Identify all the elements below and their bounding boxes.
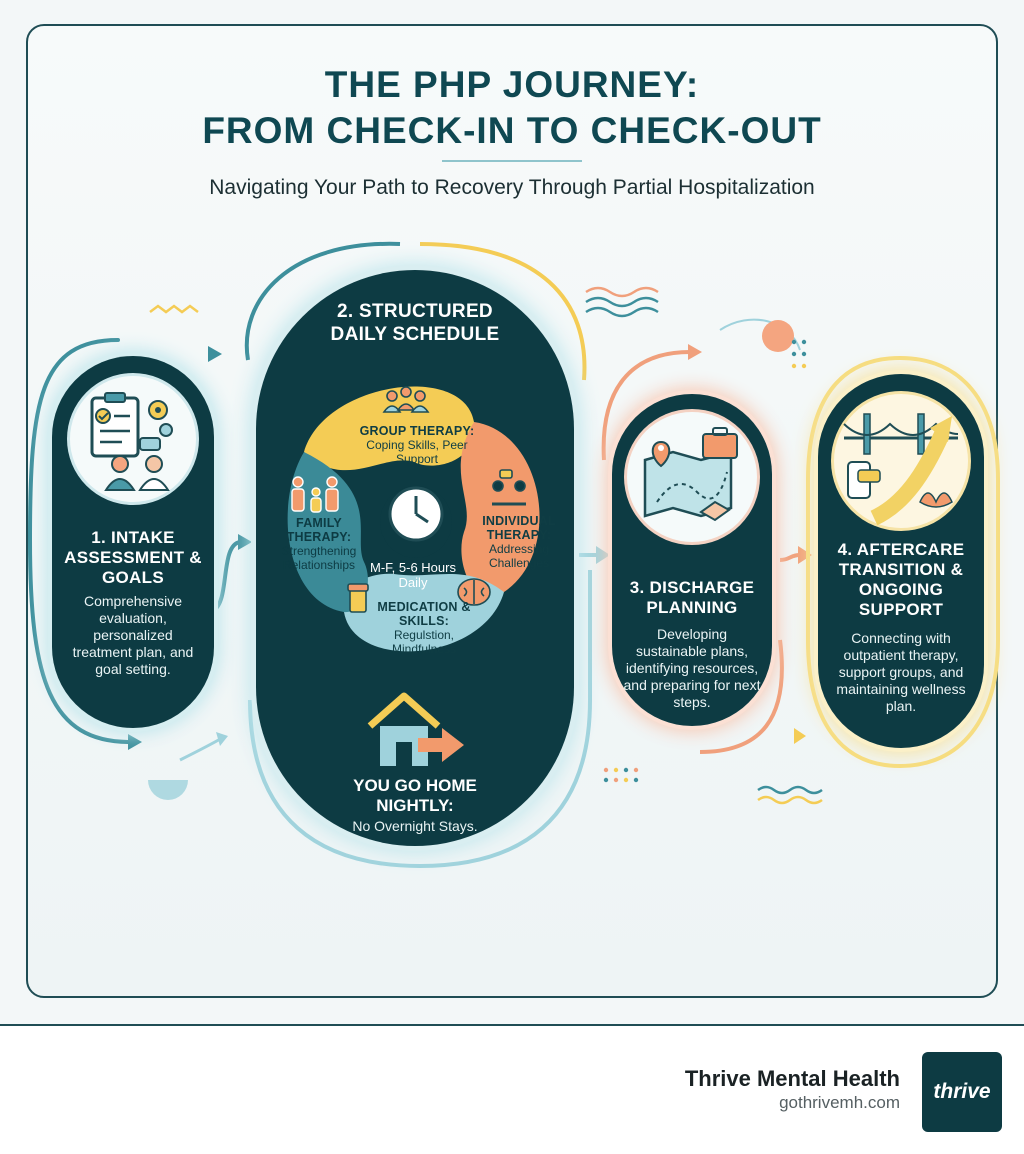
step-aftercare-description: Connecting with outpatient therapy, supp…: [836, 630, 966, 714]
step2-arc-left: [244, 241, 401, 361]
arrow-3-to-4-head: [798, 546, 812, 564]
people-group-icon: [382, 386, 430, 413]
subtitle: Navigating Your Path to Recovery Through…: [209, 176, 815, 199]
step-discharge-description: Developing sustainable plans, identifyin…: [623, 626, 761, 710]
step3-arc-head: [688, 344, 702, 360]
step1-loop-arrowhead: [128, 734, 142, 750]
family-therapy-title: FAMILY THERAPY:: [286, 516, 352, 544]
brain-icon: [457, 578, 491, 606]
arrow-deco: [179, 736, 223, 762]
family-icon: [291, 476, 339, 513]
step2-arc-right: [419, 242, 587, 381]
step-intake-card: 1. INTAKE ASSESSMENT & GOALS Comprehensi…: [52, 356, 214, 728]
group-therapy-title: GROUP THERAPY:: [359, 424, 475, 438]
step-aftercare-card: 4. AFTERCARE TRANSITION & ONGOING SUPPOR…: [818, 374, 984, 748]
step2-arc-bottom: [248, 570, 592, 869]
title-line-1: THE PHP JOURNEY:: [324, 64, 700, 105]
segment-family-therapy: [287, 452, 368, 613]
arrow-3-to-4: [779, 553, 801, 562]
step-discharge-card: 3. DISCHARGE PLANNING Developing sustain…: [612, 394, 772, 726]
segment-individual-therapy: [460, 422, 540, 597]
individual-therapy-detail: Addressing Challenges: [488, 542, 550, 570]
bridge-path-icon: [834, 394, 968, 528]
individual-therapy-title: INDIVIDUAL THERAPY:: [482, 514, 556, 542]
step-schedule-card: 2. STRUCTURED DAILY SCHEDULE: [256, 270, 574, 846]
home-nightly-detail: No Overnight Stays.: [352, 818, 478, 834]
house-arrow-icon: [367, 692, 464, 766]
clock-caption: M-F, 5-6 Hours Daily: [370, 560, 456, 590]
title-divider: [442, 160, 582, 162]
medication-label: MEDICATION & SKILLS: Regulstion, Mindful…: [372, 600, 476, 656]
dots-deco-bottom: [603, 767, 639, 783]
medication-detail: Regulstion, Mindfulness: [391, 628, 457, 656]
group-therapy-detail: Coping Skills, Peer Support: [366, 438, 468, 466]
wave-deco-top: [585, 286, 659, 318]
conversation-icon: [492, 469, 526, 506]
segment-group-therapy: [304, 386, 475, 471]
triangle-deco: [208, 346, 222, 362]
brand-name: Thrive Mental Health: [684, 1066, 900, 1091]
arrow-deco-head: [216, 732, 228, 746]
step-intake-title: 1. INTAKE ASSESSMENT & GOALS: [64, 528, 202, 587]
home-nightly-title: YOU GO HOME NIGHTLY:: [353, 776, 477, 815]
family-therapy-detail: Strengthening Relationships: [281, 544, 357, 572]
thrive-logo: thrive: [922, 1052, 1002, 1132]
group-therapy-label: GROUP THERAPY: Coping Skills, Peer Suppo…: [352, 424, 482, 466]
wave-deco-bottom: [757, 785, 823, 805]
step3-arc-bottom: [699, 639, 784, 754]
step1-loop-arrow: [27, 338, 132, 744]
step-schedule-title: 2. STRUCTURED DAILY SCHEDULE: [330, 301, 500, 345]
arrow-1-to-2: [212, 540, 242, 612]
schedule-wheel: GROUP THERAPY: Coping Skills, Peer Suppo…: [264, 362, 564, 662]
step-discharge-title: 3. DISCHARGE PLANNING: [629, 578, 755, 617]
footer: [0, 1026, 1024, 1154]
sun-deco: [762, 320, 794, 352]
individual-therapy-label: INDIVIDUAL THERAPY: Addressing Challenge…: [476, 514, 562, 570]
step3-arc-top: [601, 350, 691, 461]
footer-divider: [0, 1024, 1024, 1026]
map-handshake-icon: [627, 412, 757, 542]
title-line-2: FROM CHECK-IN TO CHECK-OUT: [202, 110, 822, 151]
pill-bottle-icon: [347, 583, 369, 613]
arrow-2-to-3-head: [596, 546, 610, 564]
dots-deco-top: [791, 339, 807, 369]
clipboard-checklist-icon: [70, 376, 196, 502]
half-circle-deco: [148, 780, 188, 800]
step-aftercare-title: 4. AFTERCARE TRANSITION & ONGOING SUPPOR…: [837, 540, 965, 619]
family-therapy-label: FAMILY THERAPY: Strengthening Relationsh…: [272, 516, 366, 572]
squiggle-deco: [149, 304, 199, 314]
step4-halo: [806, 355, 1000, 769]
triangle-deco-right: [794, 728, 806, 744]
step-intake-description: Comprehensive evaluation, personalized t…: [72, 593, 194, 677]
brand-url[interactable]: gothrivemh.com: [779, 1093, 900, 1112]
arrow-1-to-2-head: [238, 534, 252, 550]
medication-title: MEDICATION & SKILLS:: [377, 600, 471, 628]
